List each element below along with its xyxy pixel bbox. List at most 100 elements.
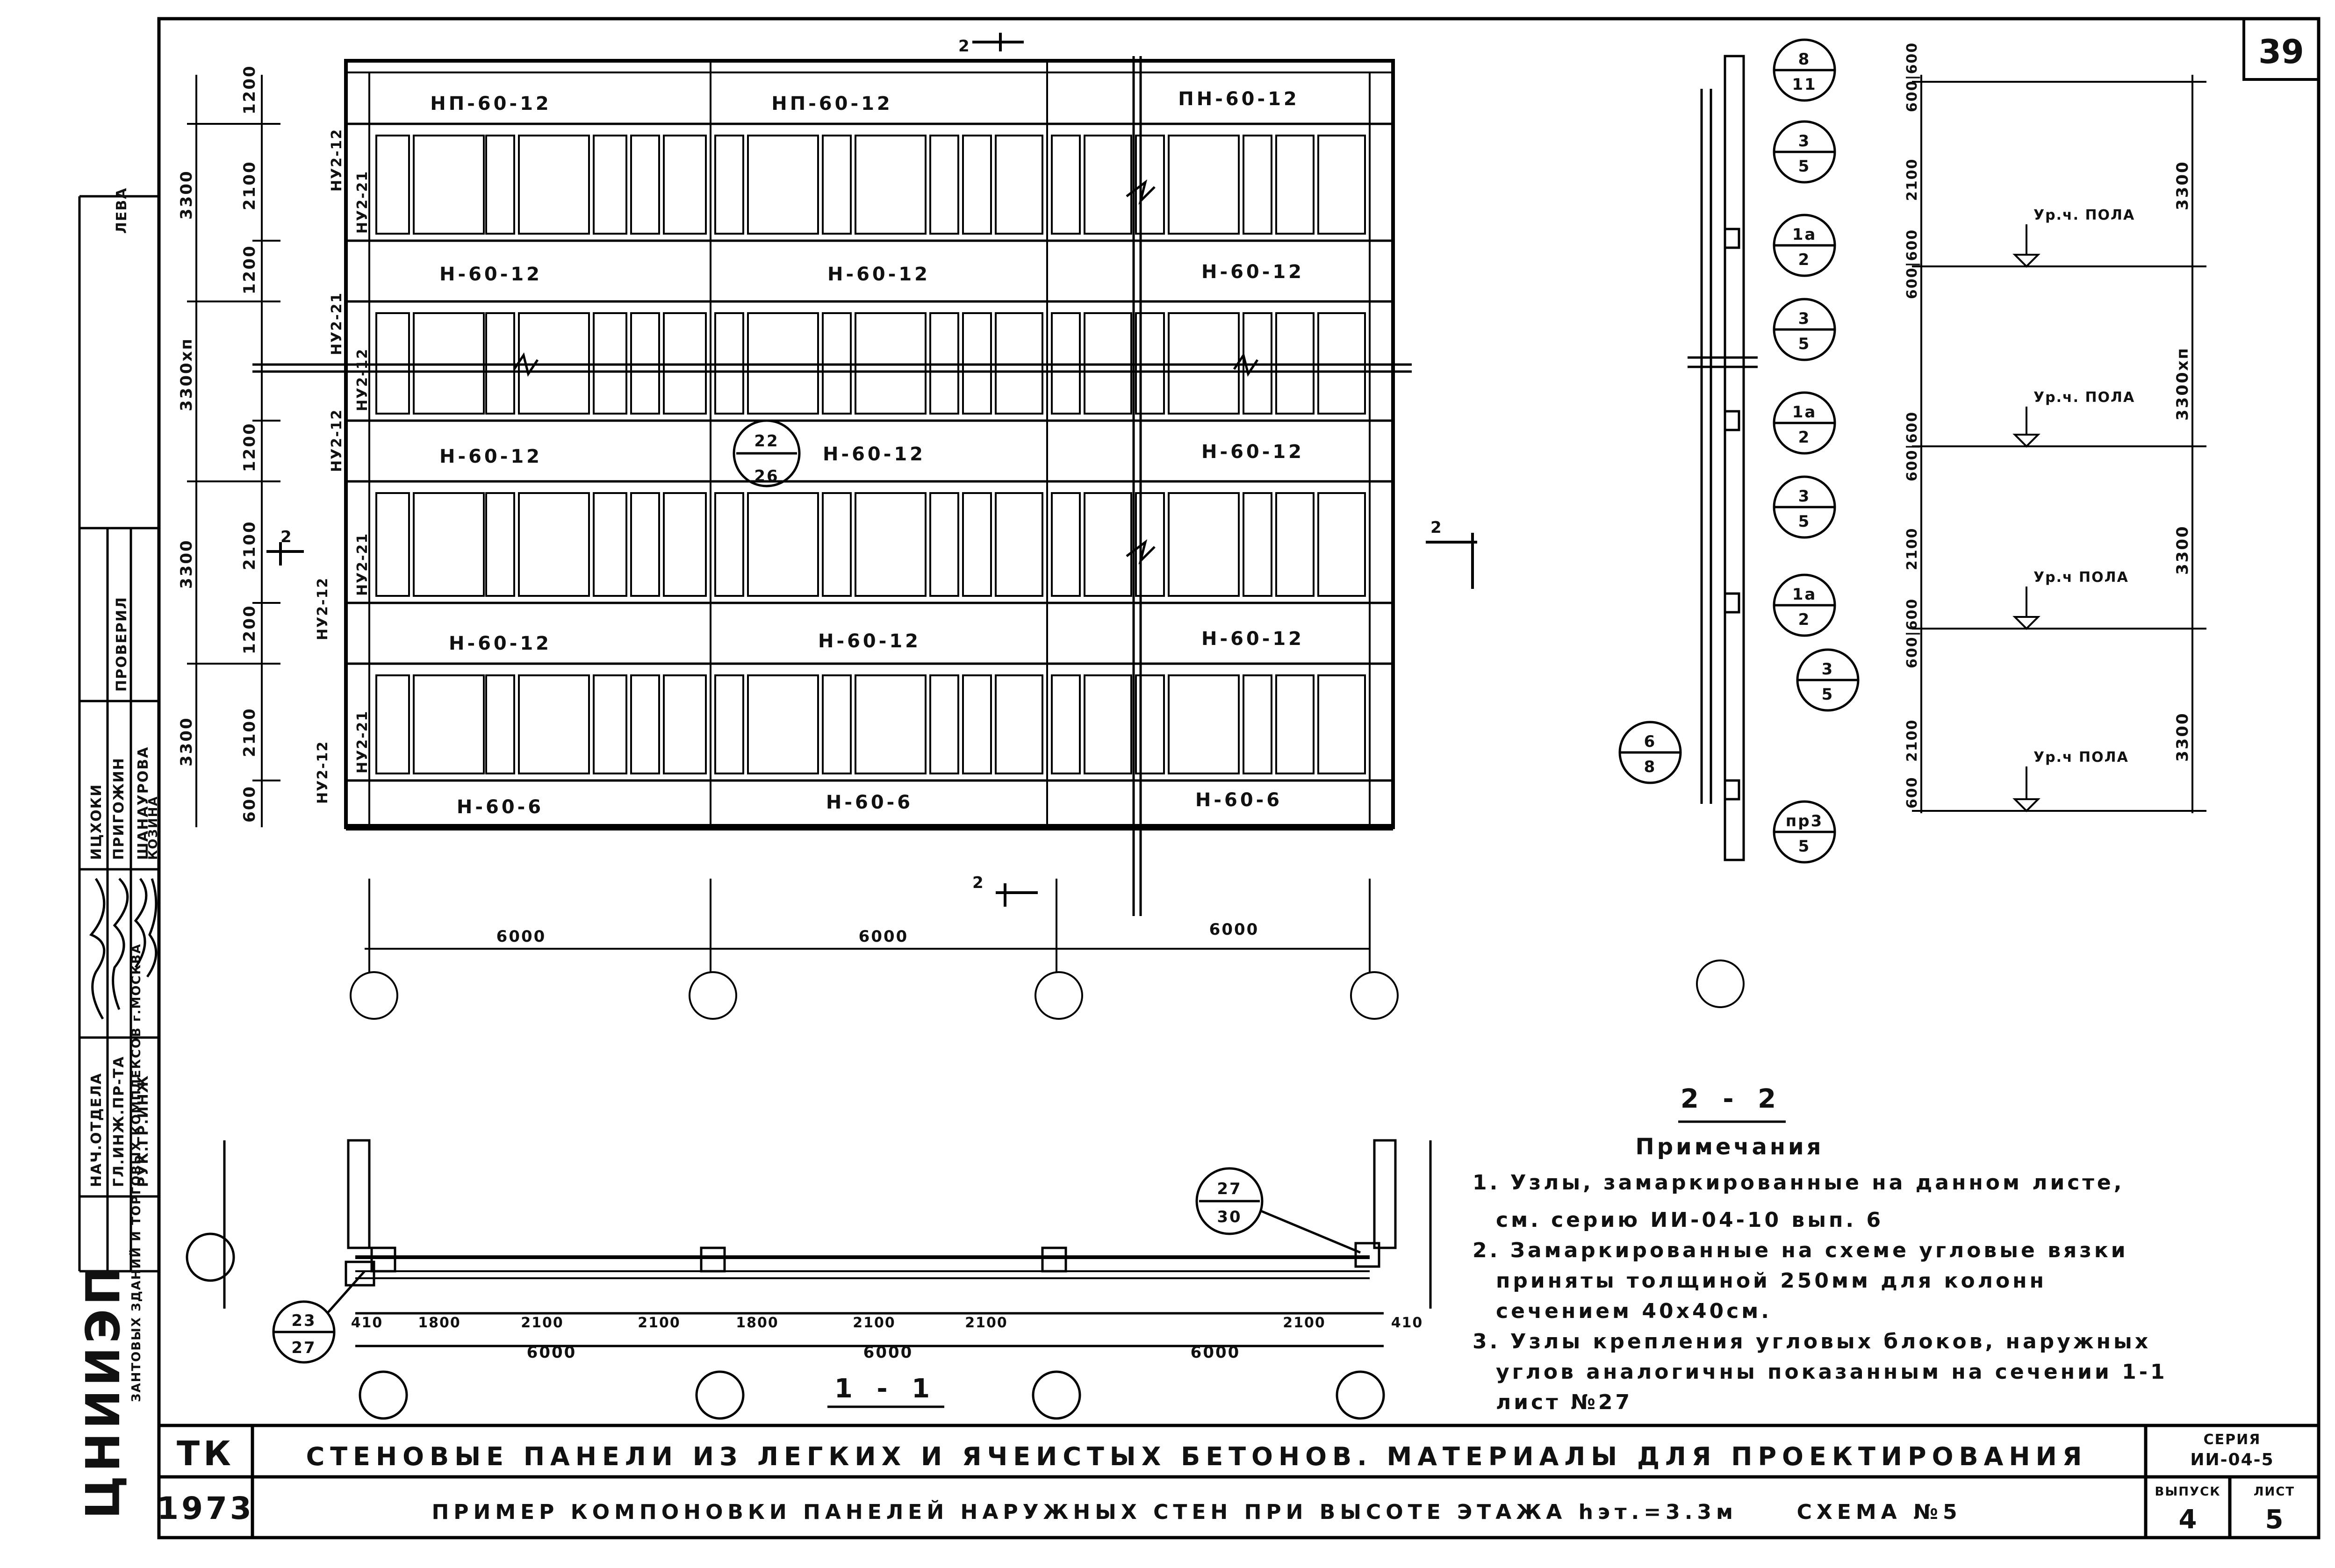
- snode-9-bottom: 8: [1644, 758, 1657, 776]
- corner-mark-8: НУ2-21: [354, 710, 371, 773]
- plan-axis-left: [186, 1232, 235, 1282]
- section-ldim-8: 600: [1904, 776, 1920, 809]
- section-rdim-2: 3300хп: [2173, 347, 2192, 421]
- corner-mark-3: НУ2-21: [329, 292, 345, 355]
- stamp-checked: ПРОВЕРИЛ: [114, 596, 130, 692]
- plan-title: 1 - 1: [834, 1374, 937, 1404]
- cut-mark-right: 2: [1430, 518, 1443, 537]
- plan-axis-4: [1336, 1370, 1385, 1420]
- sheet-number: 39: [2258, 33, 2304, 71]
- snode-6-bottom: 5: [1798, 512, 1811, 531]
- plan-axis-2: [695, 1370, 745, 1420]
- stamp-upper: ЛЕВА: [114, 187, 130, 234]
- corner-mark-6: НУ2-21: [354, 533, 371, 596]
- stamp-role-3: РУК.ГР.ИНЖ: [135, 1075, 151, 1187]
- vdim-3: 3300: [177, 539, 196, 589]
- snode-6-top: 3: [1798, 487, 1811, 506]
- title-block: [159, 1424, 2319, 1538]
- section-ldim-7: 600|600: [1904, 598, 1920, 668]
- snode-8-top: 3: [1822, 660, 1834, 679]
- vsub-8: 600: [240, 785, 259, 823]
- plan-dim-3: 2100: [521, 1315, 564, 1331]
- stamp-role-1: НАЧ.ОТДЕЛА: [88, 1073, 105, 1187]
- snode-3-bottom: 2: [1798, 251, 1811, 269]
- snode-4-bottom: 5: [1798, 335, 1811, 353]
- plan-dim-bottom-1: 6000: [527, 1343, 577, 1362]
- vdim-4: 3300: [177, 716, 196, 766]
- plan-node-b-top: 23: [291, 1311, 316, 1330]
- window-band-1: [375, 135, 1366, 235]
- section-ldim-6: 2100: [1904, 719, 1920, 762]
- section-2-2: [1688, 55, 1758, 861]
- cut-markers: [266, 33, 1477, 907]
- stamp-org-sub: ЗАНТОВЫХ ЗДАНИЙ И ТОРГОВЫХ КОМПЛЕКСОВ г.…: [129, 943, 144, 1402]
- panel-r2-c2: Н-60-12: [827, 264, 930, 285]
- snode-7-top: 1а: [1792, 585, 1817, 604]
- snode-10-bottom: 5: [1798, 837, 1811, 856]
- section-rdim-1: 3300: [2173, 160, 2192, 210]
- plan-axis-3: [1032, 1370, 1081, 1420]
- elevation-node-bottom: 26: [754, 467, 779, 486]
- elevation-vertical-dims: [187, 75, 280, 827]
- snode-8-bottom: 5: [1822, 685, 1834, 704]
- section-ldim-2: 2100: [1904, 158, 1920, 201]
- note-line-3: 2. Замаркированные на схеме угловые вязк…: [1473, 1239, 2128, 1262]
- axis-circle-5: [1696, 959, 1745, 1008]
- plan-dim-5: 1800: [736, 1315, 779, 1331]
- tb-series-label: СЕРИЯ: [2204, 1432, 2261, 1448]
- tb-series: ИИ-04-5: [2190, 1450, 2274, 1469]
- tb-year: 1973: [157, 1490, 254, 1526]
- left-stamp: [78, 195, 159, 1273]
- plan-dim-2: 1800: [418, 1315, 461, 1331]
- level-1: Ур.ч. ПОЛА: [2033, 207, 2135, 223]
- hdim-2: 6000: [859, 927, 909, 946]
- panel-r1-c3: ПН-60-12: [1178, 88, 1299, 110]
- tb-title-1: СТЕНОВЫЕ ПАНЕЛИ ИЗ ЛЕГКИХ И ЯЧЕИСТЫХ БЕТ…: [306, 1442, 2088, 1471]
- elevation-horizontal-dims: [350, 879, 1745, 1020]
- cut-mark-top: 2: [958, 37, 971, 56]
- snode-10-top: пр3: [1786, 812, 1824, 831]
- corner-mark-2: НУ2-21: [354, 171, 371, 234]
- section-ldim-4: 2100: [1904, 528, 1920, 571]
- note-line-2: см. серию ИИ-04-10 вып. 6: [1496, 1208, 1883, 1232]
- plan-dim-8: 2100: [1283, 1315, 1326, 1331]
- plan-dim-6: 2100: [853, 1315, 896, 1331]
- note-line-4: приняты толщиной 250мм для колонн: [1496, 1269, 2047, 1293]
- corner-mark-9: НУ2-12: [315, 741, 331, 804]
- stamp-name-1: ИЦХОКИ: [88, 784, 105, 860]
- vsub-3: 1200: [240, 244, 259, 294]
- tb-issue-label: ВЫПУСК: [2155, 1485, 2221, 1499]
- section-ldim-3: 600|600: [1904, 229, 1920, 299]
- note-line-5: сечением 40х40см.: [1496, 1299, 1772, 1323]
- elevation: [344, 59, 1395, 831]
- plan-dim-1: 410: [351, 1315, 383, 1331]
- snode-1-top: 8: [1798, 50, 1811, 69]
- tb-sheet-label: ЛИСТ: [2254, 1485, 2295, 1499]
- axis-circle-1: [350, 971, 398, 1020]
- snode-5-bottom: 2: [1798, 428, 1811, 447]
- panel-bottom-c3: Н-60-6: [1195, 789, 1282, 811]
- note-line-6: 3. Узлы крепления угловых блоков, наружн…: [1473, 1330, 2151, 1353]
- snode-3-top: 1а: [1792, 225, 1817, 244]
- hdim-1: 6000: [496, 927, 546, 946]
- panel-r4-c2: Н-60-12: [818, 630, 921, 652]
- snode-2-top: 3: [1798, 132, 1811, 150]
- hdim-3: 6000: [1209, 920, 1259, 939]
- axis-circle-3: [1035, 971, 1083, 1020]
- snode-1-bottom: 11: [1792, 75, 1817, 94]
- snode-4-top: 3: [1798, 309, 1811, 328]
- cut-mark-bottom: 2: [972, 873, 985, 892]
- panel-r1-c1: НП-60-12: [430, 93, 551, 115]
- axis-circle-2: [689, 971, 737, 1020]
- vdim-2: 3300хп: [177, 337, 196, 411]
- section-title: 2 - 2: [1681, 1084, 1783, 1114]
- window-band-4: [375, 674, 1366, 774]
- snode-5-top: 1а: [1792, 403, 1817, 422]
- sheet-border: [157, 17, 2321, 1539]
- plan-dim-bottom-2: 6000: [863, 1343, 913, 1362]
- snode-2-bottom: 5: [1798, 157, 1811, 176]
- tb-title-2: ПРИМЕР КОМПОНОВКИ ПАНЕЛЕЙ НАРУЖНЫХ СТЕН …: [431, 1499, 1961, 1524]
- panel-r4-c3: Н-60-12: [1201, 628, 1304, 650]
- vsub-2: 2100: [240, 160, 259, 210]
- plan-node-a-top: 27: [1217, 1180, 1242, 1198]
